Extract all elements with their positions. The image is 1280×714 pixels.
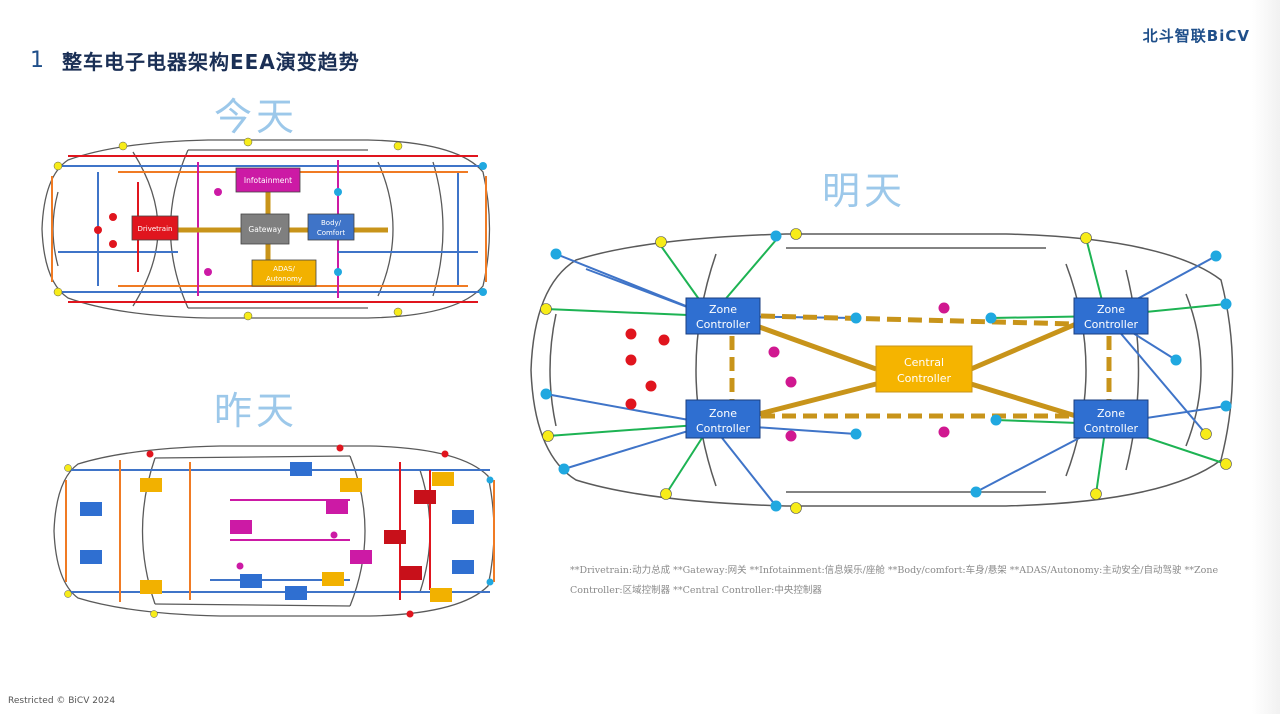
infotainment-label: Infotainment [244,176,292,185]
zone-controller-rear-left: Zone Controller [1073,297,1149,335]
label-today: 今天 [214,95,299,139]
yesterday-wiring [65,460,495,602]
infotainment-module [235,167,301,193]
today-domain-architecture-diagram: Infotainment Drivetrain Gateway Body/ Co… [41,137,491,321]
zone-controller-front-left: Zone Controller [685,297,761,335]
zone-fl-label-line2: Controller [696,318,751,331]
central-label-line2: Controller [897,372,952,385]
body-label-line1: Body/ [321,219,342,227]
zone-fl-label-line1: Zone [709,303,737,316]
right-edge-shade [1252,0,1280,714]
page-title: 整车电子电器架构EEA演变趋势 [62,50,360,74]
zone-fr-label-line2: Controller [696,422,751,435]
bicv-logo: 北斗智联BiCV [1142,27,1250,45]
today-sensors [53,137,487,321]
drivetrain-module [131,215,179,241]
central-controller: Central Controller [875,345,973,393]
central-label-line1: Central [904,356,944,369]
tomorrow-car-outline [530,233,1234,507]
today-modules: Infotainment Drivetrain Gateway Body/ Co… [131,167,355,287]
label-tomorrow: 明天 [822,169,907,213]
zone-controller-front-right: Zone Controller [685,399,761,439]
adas-label-line2: Autonomy [266,275,302,283]
zone-rl-label-line2: Controller [1084,318,1139,331]
body-label-line2: Comfort [317,229,346,237]
zone-controller-rear-right: Zone Controller [1073,399,1149,439]
yesterday-sensors [64,444,494,618]
label-yesterday: 昨天 [214,389,299,433]
drivetrain-label: Drivetrain [138,225,173,233]
glossary-footnote: **Drivetrain:动力总成 **Gateway:网关 **Infotai… [570,565,1219,596]
restricted-footer: Restricted © BiCV 2024 [8,696,116,706]
tomorrow-backbone [729,313,1112,419]
section-number: 1 [30,48,44,73]
tomorrow-sensors [540,228,1232,514]
gateway-label: Gateway [248,225,282,234]
yesterday-ecus [80,462,474,602]
adas-autonomy-module [251,259,317,287]
yesterday-distributed-architecture-diagram [53,444,495,618]
zone-rl-label-line1: Zone [1097,303,1125,316]
body-comfort-module [307,213,355,241]
zone-rr-label-line2: Controller [1084,422,1139,435]
zone-fr-label-line1: Zone [709,407,737,420]
zone-rr-label-line1: Zone [1097,407,1125,420]
gateway-module [240,213,290,245]
slide-title: 1 整车电子电器架构EEA演变趋势 [30,46,360,75]
tomorrow-zonal-architecture-diagram: Zone Controller Zone Controller Zone Con… [530,228,1234,514]
adas-label-line1: ADAS/ [273,265,295,273]
